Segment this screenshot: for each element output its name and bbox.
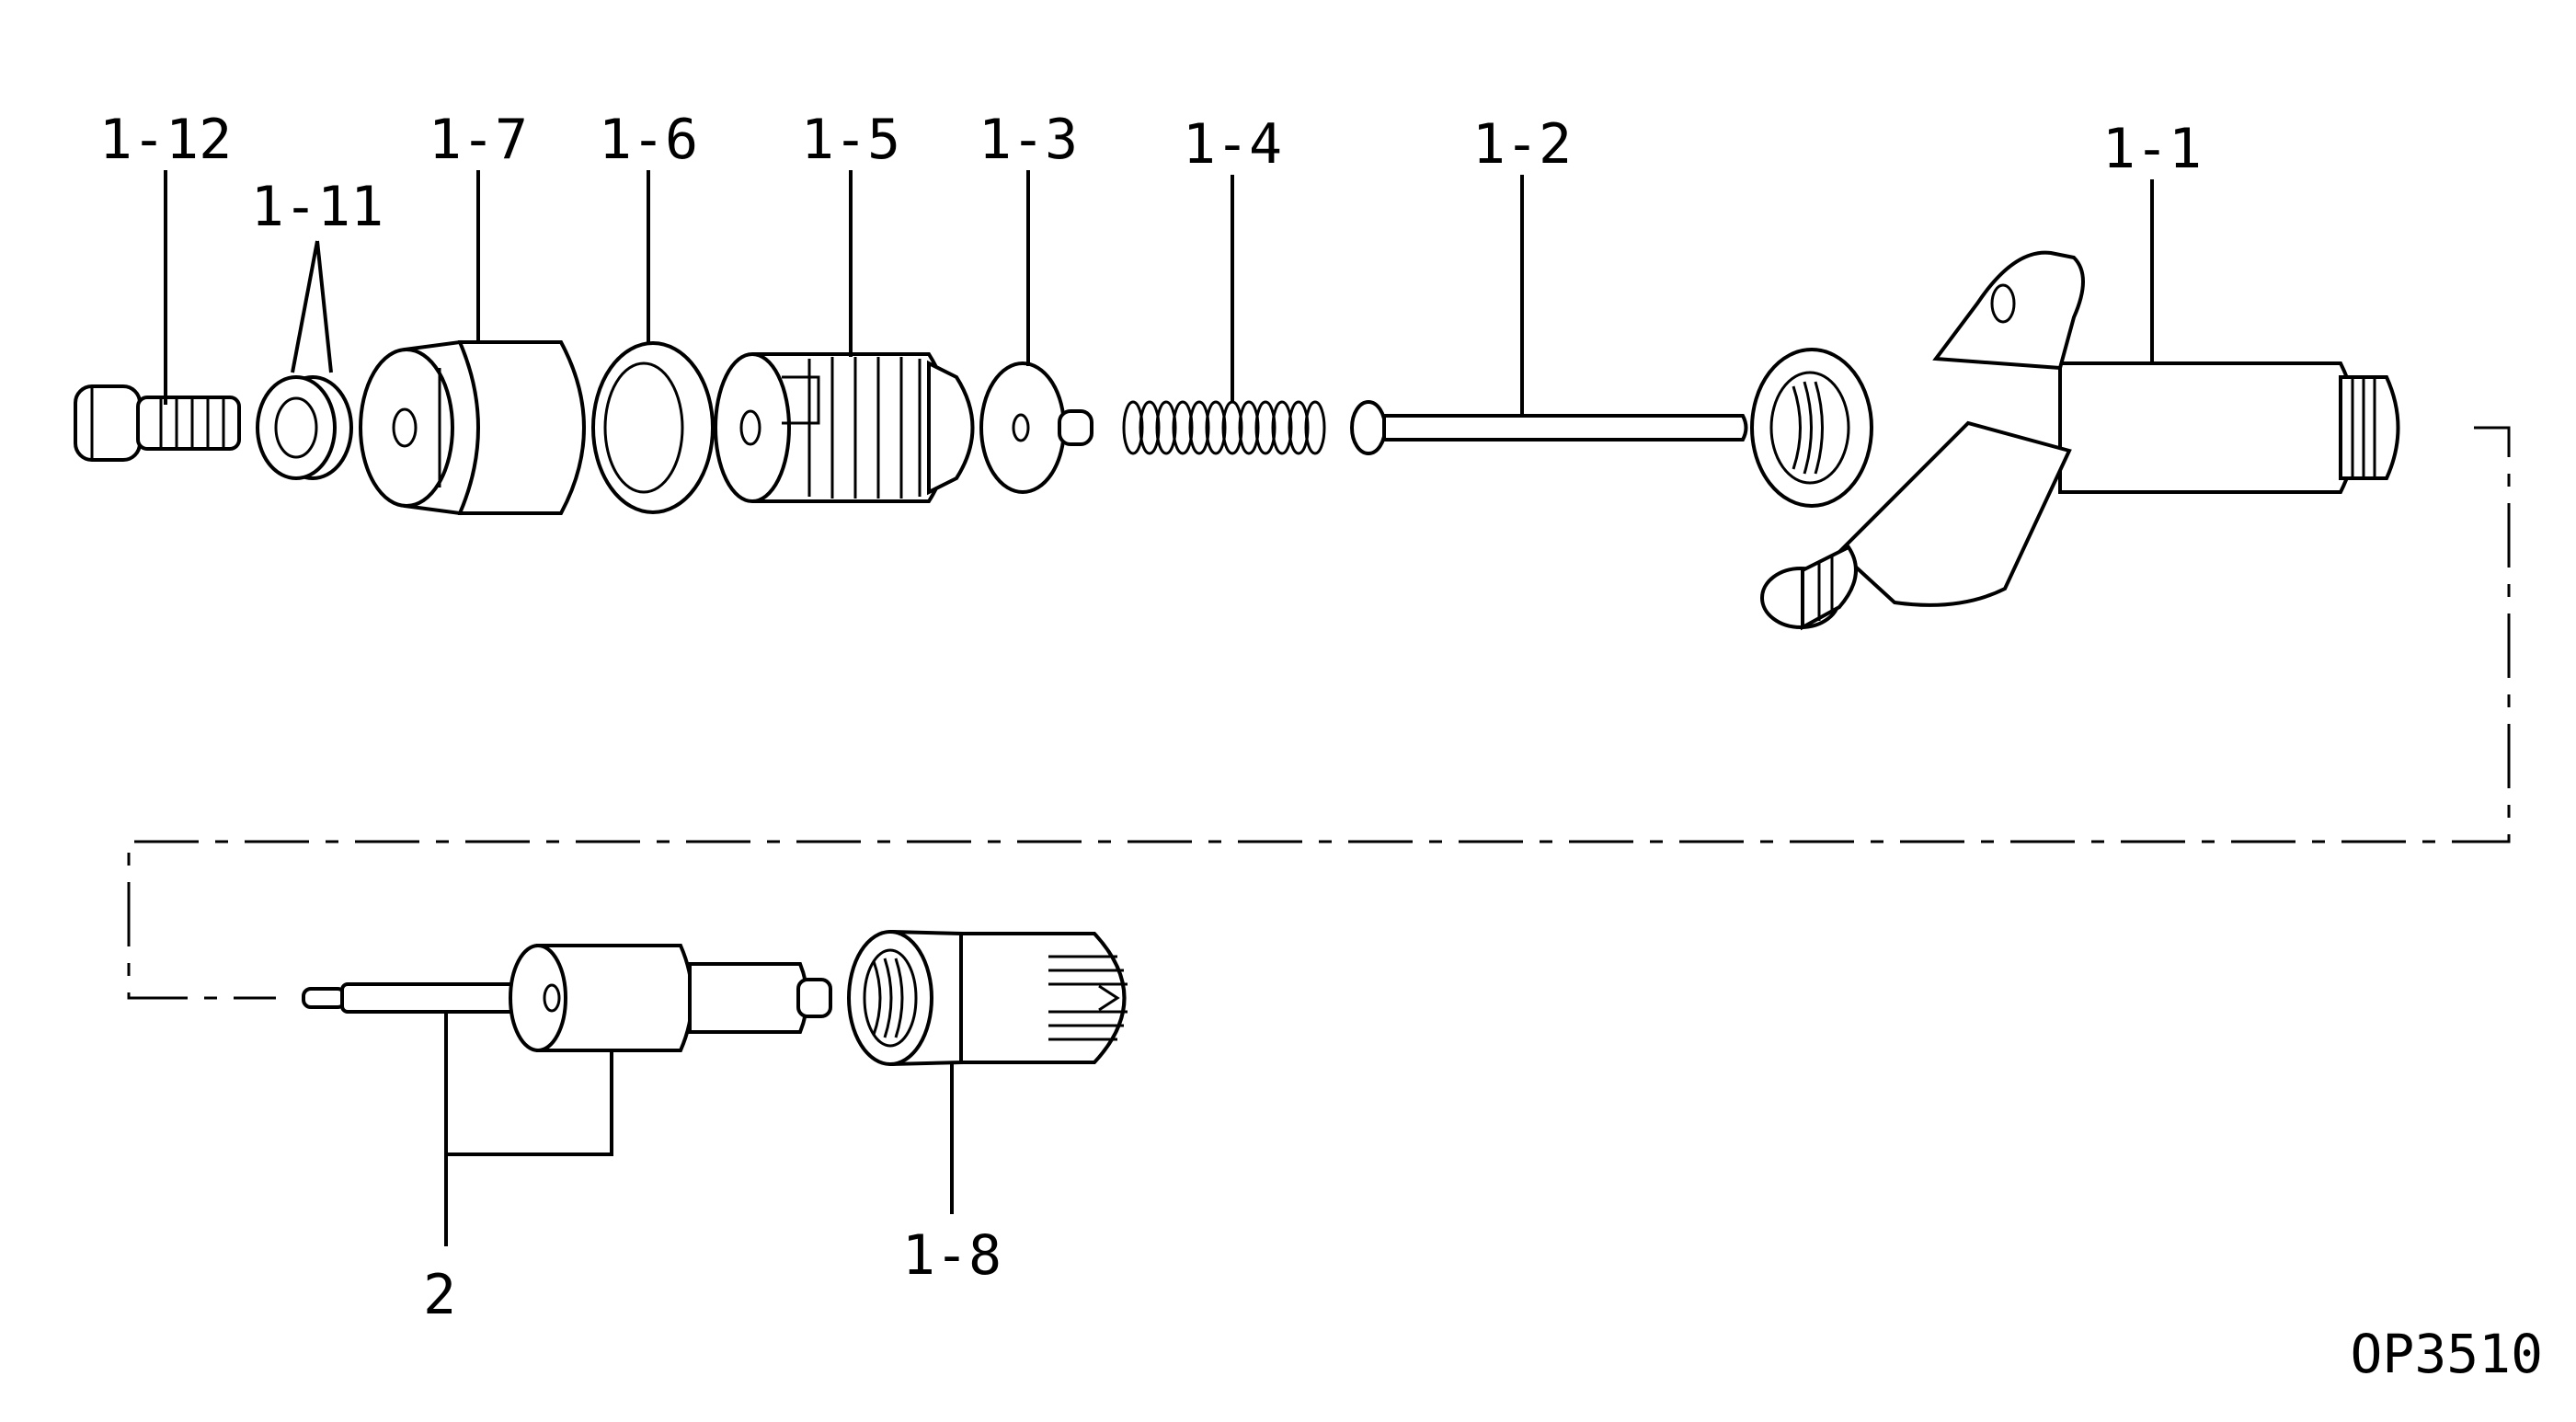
label-1-5: 1-5 (801, 108, 900, 172)
label-1-4: 1-4 (1183, 112, 1282, 177)
label-1-7: 1-7 (429, 108, 528, 172)
part-1-11-washers (256, 375, 353, 480)
label-1-2: 1-2 (1472, 112, 1572, 177)
label-1-8: 1-8 (902, 1223, 1002, 1288)
part-2-nozzle-assembly (302, 944, 832, 1052)
part-1-12-bolt (74, 384, 241, 462)
leader-1-11a (291, 240, 319, 373)
part-1-3-spring-seat (979, 361, 1093, 494)
label-1-3: 1-3 (979, 108, 1078, 172)
leader-1-11b (315, 240, 333, 373)
connection-line (127, 426, 2511, 1000)
label-1-6: 1-6 (599, 108, 698, 172)
label-1-11: 1-11 (251, 175, 384, 239)
part-1-8-retaining-nut (847, 929, 1128, 1067)
label-1-12: 1-12 (99, 108, 233, 172)
leader-2 (444, 1012, 613, 1246)
label-1-1: 1-1 (2102, 117, 2202, 181)
part-1-2-push-rod (1350, 400, 1748, 455)
part-1-6-gasket (591, 341, 715, 514)
part-1-5-adjusting-screw (714, 352, 975, 503)
figure-code: OP3510 (2350, 1323, 2543, 1385)
part-1-4-spring (1122, 400, 1326, 455)
part-1-7-cap-nut (359, 339, 586, 516)
label-2: 2 (423, 1263, 456, 1327)
part-1-1-nozzle-holder-body (1750, 250, 2400, 631)
